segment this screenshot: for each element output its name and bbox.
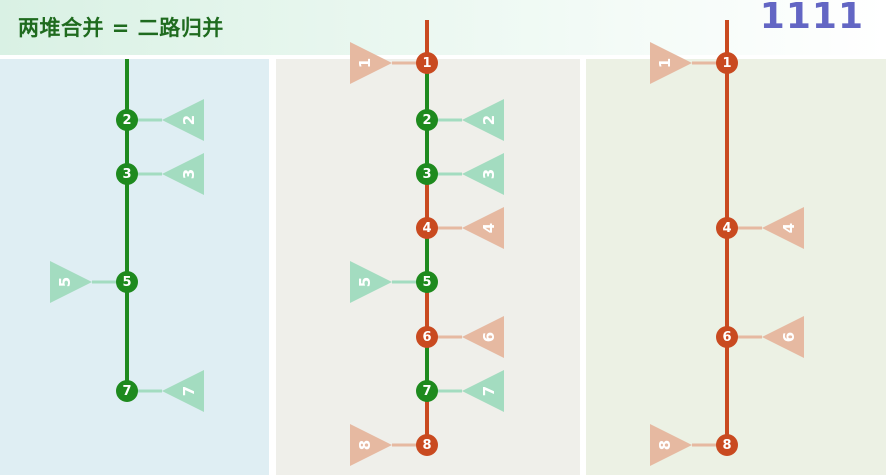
tree-node	[416, 380, 438, 402]
panel-right	[586, 59, 886, 475]
subtree-triangle	[650, 42, 692, 84]
subtree-triangle	[462, 153, 504, 195]
column-1: 2 3 5 7 2 3 5 7	[50, 59, 204, 412]
subtree-triangle	[162, 370, 204, 412]
tree-node	[716, 52, 738, 74]
node-label: 6	[422, 330, 431, 345]
node-label: 6	[722, 330, 731, 345]
node-label: 5	[122, 275, 131, 290]
subtree-triangle	[162, 99, 204, 141]
subtree-triangle	[350, 42, 392, 84]
tree-node	[716, 217, 738, 239]
triangle-label: 8	[656, 440, 674, 450]
subtree-triangle	[462, 370, 504, 412]
node-label: 8	[422, 438, 431, 453]
page-title: 两堆合并 = 二路归并	[18, 16, 224, 40]
tree-node	[416, 217, 438, 239]
triangle-label: 4	[480, 223, 498, 233]
triangle-label: 7	[480, 386, 498, 396]
column-2: 1 2 3 4 5 6 7 8 1 2 3 4 5 6 7 8	[350, 20, 504, 466]
node-label: 1	[422, 56, 431, 71]
triangle-label: 2	[480, 115, 498, 125]
triangle-label: 6	[480, 332, 498, 342]
node-label: 3	[122, 167, 131, 182]
tree-node	[416, 434, 438, 456]
triangle-label: 3	[480, 169, 498, 179]
column-3: 1 4 6 8 1 4 6 8	[650, 20, 804, 466]
tree-node	[716, 434, 738, 456]
subtree-triangle	[762, 207, 804, 249]
node-label: 8	[722, 438, 731, 453]
node-label: 4	[422, 221, 431, 236]
node-label: 2	[122, 113, 131, 128]
node-label: 5	[422, 275, 431, 290]
tree-node	[116, 271, 138, 293]
triangle-label: 1	[656, 58, 674, 68]
triangle-label: 5	[56, 277, 74, 287]
subtree-triangle	[462, 316, 504, 358]
subtree-triangle	[350, 261, 392, 303]
header-bar: 两堆合并 = 二路归并 1111	[0, 0, 886, 55]
triangle-label: 6	[780, 332, 798, 342]
node-label: 7	[422, 384, 431, 399]
tree-node	[116, 109, 138, 131]
tree-node	[416, 326, 438, 348]
subtree-triangle	[462, 99, 504, 141]
node-label: 1	[722, 56, 731, 71]
triangle-label: 7	[180, 386, 198, 396]
tree-node	[116, 163, 138, 185]
triangle-label: 2	[180, 115, 198, 125]
subtree-triangle	[462, 207, 504, 249]
triangle-label: 3	[180, 169, 198, 179]
tree-node	[716, 326, 738, 348]
tree-node	[116, 380, 138, 402]
node-label: 2	[422, 113, 431, 128]
subtree-triangle	[162, 153, 204, 195]
corner-number: 1111	[759, 0, 864, 37]
node-label: 4	[722, 221, 731, 236]
tree-node	[416, 52, 438, 74]
panel-left	[0, 59, 269, 475]
node-label: 7	[122, 384, 131, 399]
triangle-label: 8	[356, 440, 374, 450]
subtree-triangle	[50, 261, 92, 303]
triangle-label: 5	[356, 277, 374, 287]
tree-node	[416, 271, 438, 293]
triangle-label: 1	[356, 58, 374, 68]
subtree-triangle	[762, 316, 804, 358]
node-label: 3	[422, 167, 431, 182]
subtree-triangle	[650, 424, 692, 466]
triangle-label: 4	[780, 223, 798, 233]
tree-node	[416, 109, 438, 131]
subtree-triangle	[350, 424, 392, 466]
tree-node	[416, 163, 438, 185]
